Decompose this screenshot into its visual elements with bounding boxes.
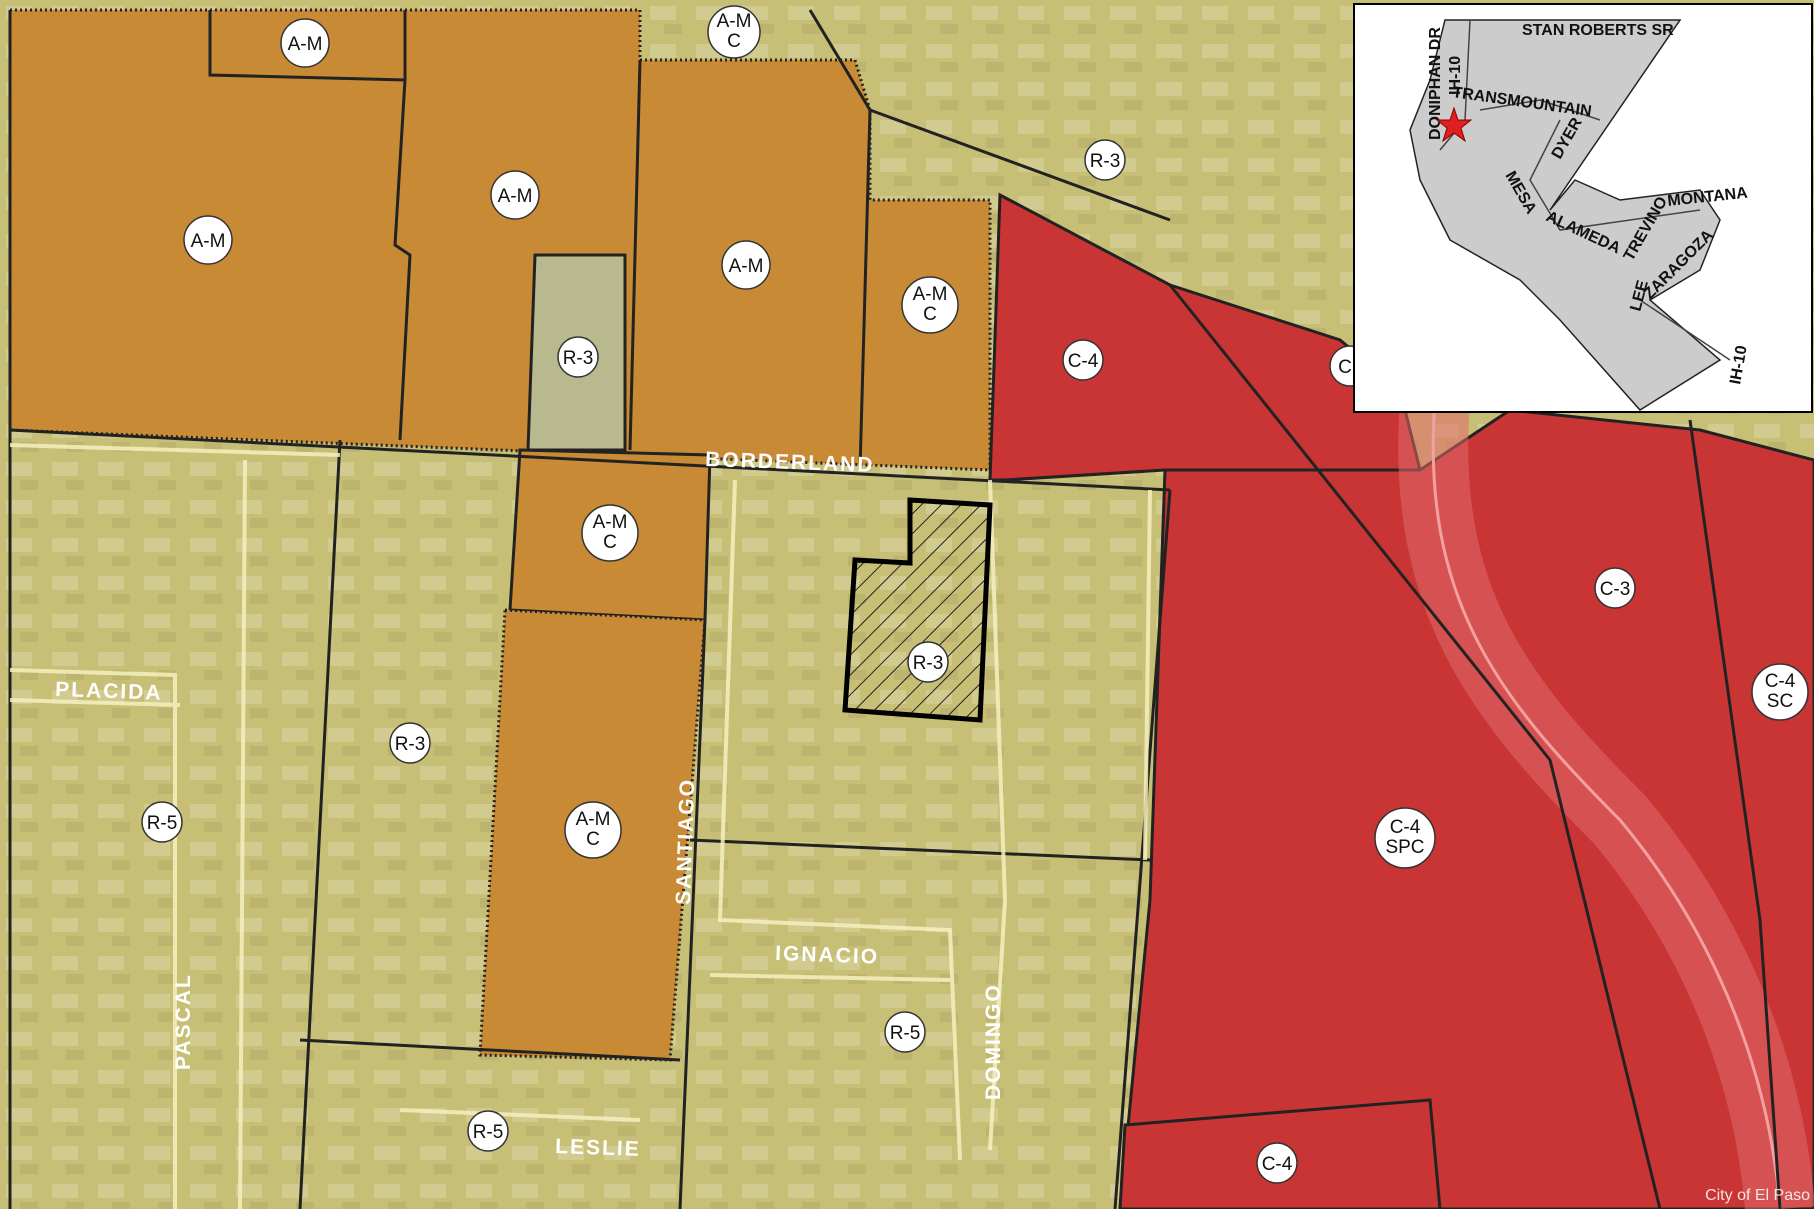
zone-code: R-5	[890, 1023, 921, 1044]
inset-locator-map: DONIPHAN DR IH-10 STAN ROBERTS SR TRANSM…	[1353, 3, 1813, 413]
apartment-zone-north	[8, 8, 992, 472]
red-star-icon	[1435, 106, 1473, 143]
zone-label[interactable]: R-3	[557, 336, 599, 378]
zone-code: R-3	[563, 348, 594, 369]
zone-boundaries	[8, 9, 1782, 1209]
zone-label[interactable]: R-5	[467, 1110, 509, 1152]
street-ignacio: IGNACIO	[775, 942, 880, 969]
zone-code: A-M	[191, 231, 226, 252]
subject-parcel[interactable]	[842, 497, 993, 723]
zone-code: C-4	[1262, 1154, 1293, 1175]
zone-label[interactable]: R-3	[1084, 139, 1126, 181]
zone-code: R-5	[147, 813, 178, 834]
zone-label[interactable]: C-4	[1062, 339, 1104, 381]
inset-label-stan-roberts: STAN ROBERTS SR	[1522, 22, 1674, 39]
freeway-edge	[1431, 399, 1782, 1209]
street-domingo: DOMINGO	[982, 983, 1005, 1100]
street-placida: PLACIDA	[55, 678, 163, 705]
zone-label[interactable]: R-3	[389, 722, 431, 764]
zone-code: R-3	[1090, 151, 1121, 172]
zone-label[interactable]: R-5	[884, 1011, 926, 1053]
zone-code: C-4	[1068, 351, 1099, 372]
inset-label-ih10-north: IH-10	[1447, 56, 1464, 95]
zone-code: A-M	[729, 256, 764, 277]
street-santiago: SANTIAGO	[672, 778, 699, 906]
zone-code: R-5	[473, 1122, 504, 1143]
street-leslie: LESLIE	[555, 1135, 641, 1161]
zone-code: A-M	[498, 186, 533, 207]
zone-code: C-3	[1600, 579, 1631, 600]
inset-label-ih10-south: IH-10	[1727, 344, 1751, 386]
zone-label[interactable]: C-4	[1256, 1142, 1298, 1184]
zone-code: A-M	[288, 34, 323, 55]
zone-label[interactable]: A-M	[280, 18, 330, 68]
street-pascal: PASCAL	[172, 973, 195, 1070]
zone-code: R-3	[913, 653, 944, 674]
map-credit: City of El Paso	[1705, 1187, 1810, 1204]
zone-label[interactable]: A-M	[183, 215, 233, 265]
zone-label[interactable]: C-3	[1594, 567, 1636, 609]
inset-label-doniphan: DONIPHAN DR	[1427, 27, 1444, 140]
zone-label[interactable]: A-M	[721, 240, 771, 290]
zone-label[interactable]: R-5	[141, 801, 183, 843]
zone-label[interactable]: A-M	[490, 170, 540, 220]
zone-label[interactable]: R-3	[907, 641, 949, 683]
zone-code: R-3	[395, 734, 426, 755]
zone-code: C	[1338, 357, 1352, 378]
street-outlines	[9, 443, 1152, 1209]
